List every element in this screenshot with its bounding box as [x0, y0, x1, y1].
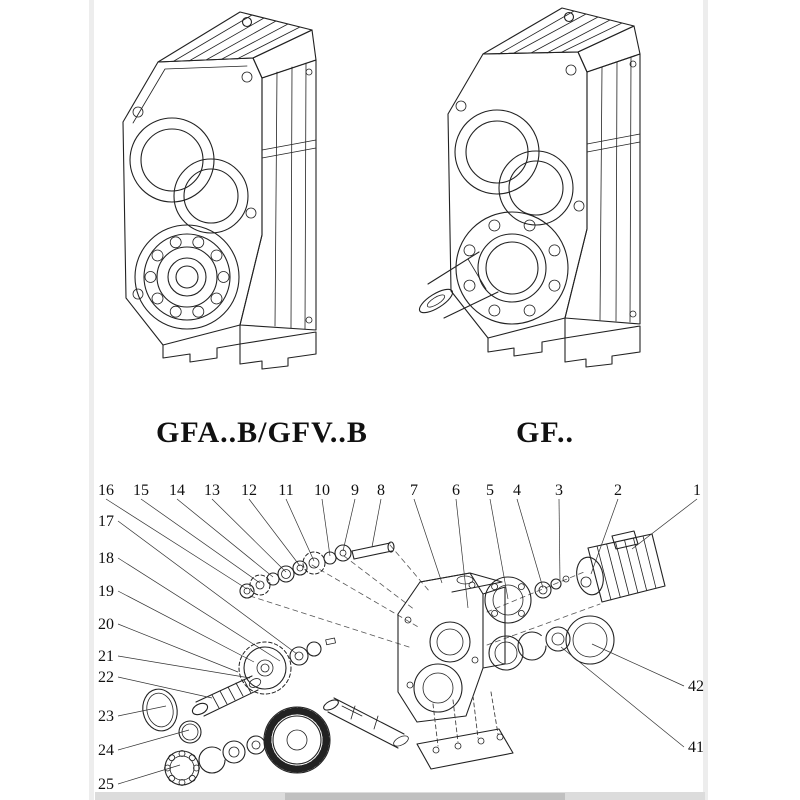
leader-line [117, 623, 239, 673]
leader-line [248, 498, 301, 567]
part-number-label: 4 [513, 482, 521, 499]
page-bottom-shadow-dark [285, 793, 565, 800]
page-edge-right [703, 0, 708, 800]
part-number-label: 22 [98, 669, 114, 686]
leader-line [558, 498, 561, 583]
part-number-label: 19 [98, 583, 114, 600]
part-number-label: 24 [98, 742, 114, 759]
part-number-label: 41 [688, 739, 704, 756]
leader-line [591, 643, 685, 687]
part-number-label: 20 [98, 616, 114, 633]
leader-line [516, 498, 544, 589]
part-number-label: 10 [314, 482, 330, 499]
leader-line [117, 705, 167, 717]
leader-line [117, 520, 298, 655]
leader-line [342, 498, 356, 552]
part-number-label: 23 [98, 708, 114, 725]
leader-line [140, 498, 261, 584]
intermediate-gear-cluster [142, 637, 336, 744]
leader-line [413, 498, 443, 584]
leader-line [590, 498, 619, 575]
part-number-label: 1 [693, 482, 701, 499]
part-number-label: 2 [614, 482, 622, 499]
part-number-label: 42 [688, 678, 704, 695]
part-number-label: 16 [98, 482, 114, 499]
leader-line [117, 557, 281, 662]
input-bore-circles [129, 117, 249, 234]
leader-line [176, 498, 274, 578]
retaining-rings-drawing [488, 615, 615, 671]
part-number-label: 6 [452, 482, 460, 499]
leader-line [117, 676, 213, 699]
input-shaft-parts-row [239, 541, 395, 599]
part-number-label: 3 [555, 482, 563, 499]
part-number-label: 14 [169, 482, 185, 499]
part-number-label: 13 [204, 482, 220, 499]
leader-line [117, 590, 255, 663]
part-number-label: 15 [133, 482, 149, 499]
part-number-label: 5 [486, 482, 494, 499]
part-number-label: 17 [98, 513, 114, 530]
leader-line [371, 498, 382, 548]
leader-line [211, 498, 287, 573]
leader-line [455, 498, 469, 609]
leader-line [560, 646, 685, 748]
leader-line [117, 655, 251, 679]
model-label-gfab: GFA..B/GFV..B [156, 416, 368, 449]
housing-drawing [397, 572, 506, 747]
lifting-eye-hole [241, 16, 253, 28]
leader-line [631, 498, 698, 550]
page-edge-left [89, 0, 94, 800]
motor-drawing [576, 530, 666, 603]
part-number-label: 12 [241, 482, 257, 499]
gear-unit-gf-drawing [418, 7, 641, 368]
leader-line [285, 498, 315, 562]
part-number-label: 18 [98, 550, 114, 567]
lifting-eye-hole [563, 11, 575, 23]
part-number-label: 25 [98, 776, 114, 793]
part-number-label: 21 [98, 648, 114, 665]
leader-line [117, 764, 181, 785]
gear-unit-gfab-drawing [122, 11, 317, 370]
output-shaft-drawing [418, 251, 499, 319]
part-number-label: 7 [410, 482, 418, 499]
leader-line [117, 729, 190, 751]
exploded-view-drawing [142, 530, 666, 786]
output-shaft-parts-row [164, 697, 409, 786]
output-bearing-drawing [134, 224, 240, 330]
part-number-label: 8 [377, 482, 385, 499]
cover-plate-drawing [416, 728, 514, 770]
leader-line [105, 498, 248, 590]
part-number-label: 9 [351, 482, 359, 499]
output-flange-drawing [455, 211, 569, 325]
leader-line [321, 498, 331, 557]
leader-line [489, 498, 509, 600]
input-bore-circles [454, 109, 574, 226]
motor-flange-drawing [484, 575, 570, 624]
part-number-label: 11 [278, 482, 293, 499]
model-label-gf: GF.. [516, 416, 574, 449]
